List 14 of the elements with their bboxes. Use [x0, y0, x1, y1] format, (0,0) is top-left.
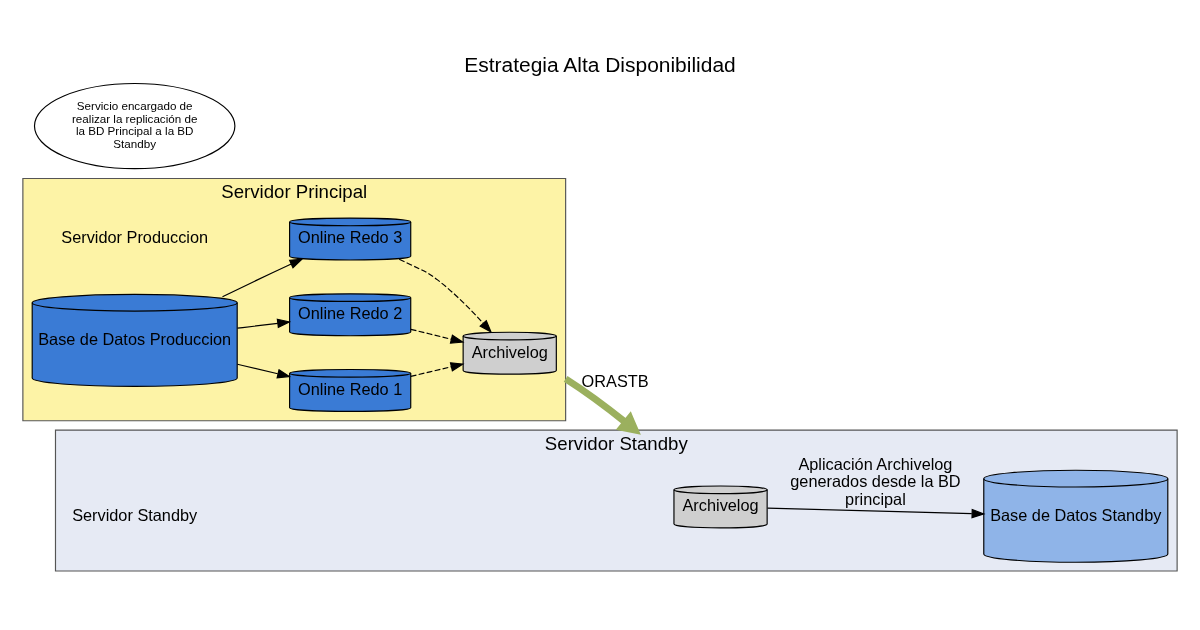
edge-label: Aplicación Archivelog generados desde la BD principal — [790, 454, 961, 508]
arrow — [398, 258, 493, 333]
node-ellipse: Servicio encargado de realizar la replicación de la BD Principal a la BD Standby — [33, 82, 236, 169]
arrow — [410, 361, 465, 377]
arrow — [563, 375, 641, 435]
arrow — [766, 507, 986, 518]
node-text: Servidor Produccion — [61, 227, 209, 246]
arrow — [410, 328, 465, 344]
arrow — [236, 318, 292, 329]
diagram-title: Estrategia Alta Disponibilidad — [464, 52, 736, 76]
arrow — [221, 257, 304, 297]
node-text: Servidor Standby — [72, 505, 198, 524]
edge-label: ORASTB — [581, 371, 649, 390]
arrow — [236, 363, 292, 378]
